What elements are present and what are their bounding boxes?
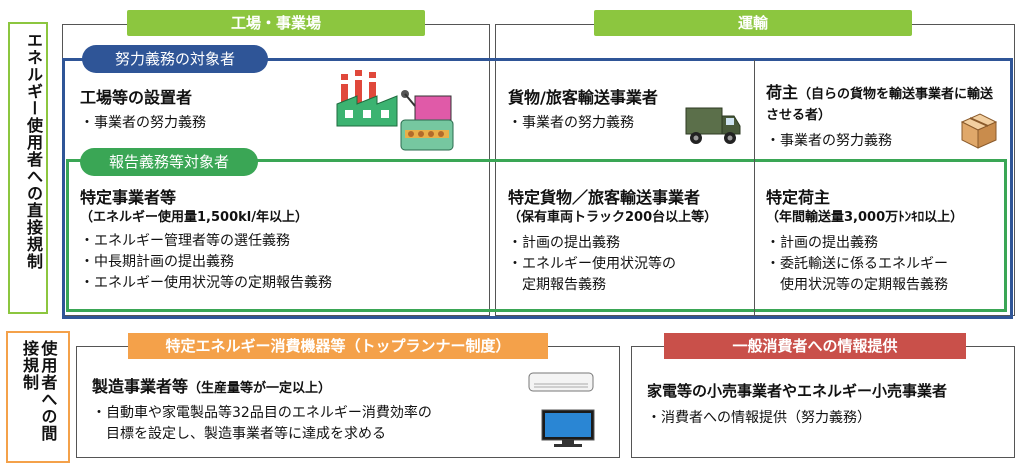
list-item: ・エネルギー管理者等の選任義務 [80, 233, 290, 249]
direct-regulation-label: エネルギー使用者への直接規制 [24, 32, 43, 270]
consumer-info-box [631, 346, 1015, 458]
direct-regulation-label-box [8, 22, 48, 314]
specified-carrier-title: 特定貨物／旅客輸送事業者 [508, 188, 701, 207]
truck-icon [684, 104, 742, 148]
transport-divider [754, 60, 755, 316]
list-item: ・自動車や家電製品等32品目のエネルギー消費効率の [92, 405, 432, 421]
carrier-title: 貨物/旅客輸送事業者 [508, 88, 658, 107]
transport-column-frame [495, 24, 1015, 316]
list-item: 使用状況等の定期報告義務 [766, 277, 948, 293]
specified-carrier-sub: （保有車両トラック200台以上等） [508, 210, 718, 225]
factory-owner-item: ・事業者の努力義務 [80, 115, 206, 131]
shipper-item: ・事業者の努力義務 [766, 133, 892, 149]
list-item: ・計画の提出義務 [508, 235, 620, 251]
report-obligation-label: 報告義務等対象者 [80, 148, 258, 176]
factory-icon [335, 66, 455, 154]
carrier-item: ・事業者の努力義務 [508, 115, 634, 131]
manufacturer-list: ・自動車や家電製品等32品目のエネルギー消費効率の 目標を設定し、製造事業者等に… [92, 403, 432, 445]
manufacturer-title: 製造事業者等 [92, 377, 189, 396]
parcel-box-icon [958, 110, 1000, 150]
consumer-info-header: 一般消費者への情報提供 [664, 333, 966, 359]
shipper-heading: 荷主（自らの貨物を輸送事業者に輸送させる者） [766, 83, 1006, 125]
manufacturer-note: （生産量等が一定以上） [188, 381, 332, 396]
shipper-title: 荷主 [766, 83, 799, 102]
manufacturer-heading: 製造事業者等（生産量等が一定以上） [92, 373, 331, 397]
report-obligation-frame [66, 159, 1007, 312]
indirect-regulation-label-box [6, 331, 70, 463]
retailer-title: 家電等の小売事業者やエネルギー小売事業者 [647, 382, 948, 400]
list-item: ・エネルギー使用状況等の [508, 256, 676, 272]
list-item: ・エネルギー使用状況等の定期報告義務 [80, 275, 332, 291]
specified-business-sub: （エネルギー使用量1,500kl/年以上） [80, 210, 308, 225]
air-conditioner-icon [528, 371, 594, 395]
specified-shipper-title: 特定荷主 [766, 188, 831, 207]
effort-obligation-label: 努力義務の対象者 [82, 45, 268, 73]
indirect-regulation-label: 使用者への間接規制 [12, 340, 64, 458]
specified-carrier-list: ・計画の提出義務 ・エネルギー使用状況等の 定期報告義務 [508, 233, 676, 296]
list-item: 定期報告義務 [508, 277, 606, 293]
specified-business-title: 特定事業者等 [80, 188, 177, 207]
list-item: ・中長期計画の提出義務 [80, 254, 234, 270]
specified-business-list: ・エネルギー管理者等の選任義務 ・中長期計画の提出義務 ・エネルギー使用状況等の… [80, 231, 332, 294]
shipper-note: （自らの貨物を輸送事業者に輸送させる者） [766, 87, 994, 123]
list-item: ・計画の提出義務 [766, 235, 878, 251]
factory-owner-title: 工場等の設置者 [80, 88, 193, 107]
effort-obligation-frame [62, 58, 1013, 319]
top-runner-box [76, 346, 620, 458]
specified-shipper-list: ・計画の提出義務 ・委託輸送に係るエネルギー 使用状況等の定期報告義務 [766, 233, 948, 296]
top-runner-header: 特定エネルギー消費機器等（トップランナー制度） [128, 333, 548, 359]
factory-header: 工場・事業場 [127, 10, 425, 36]
retailer-item: ・消費者への情報提供（努力義務） [647, 410, 871, 426]
transport-header: 運輸 [594, 10, 912, 36]
list-item: ・委託輸送に係るエネルギー [766, 256, 948, 272]
list-item: 目標を設定し、製造事業者等に達成を求める [92, 426, 386, 442]
television-icon [540, 408, 596, 450]
indirect-regulation-text: 使用者への間接規制 [20, 340, 58, 442]
specified-shipper-sub: （年間輸送量3,000万ﾄﾝｷﾛ以上） [766, 210, 964, 225]
